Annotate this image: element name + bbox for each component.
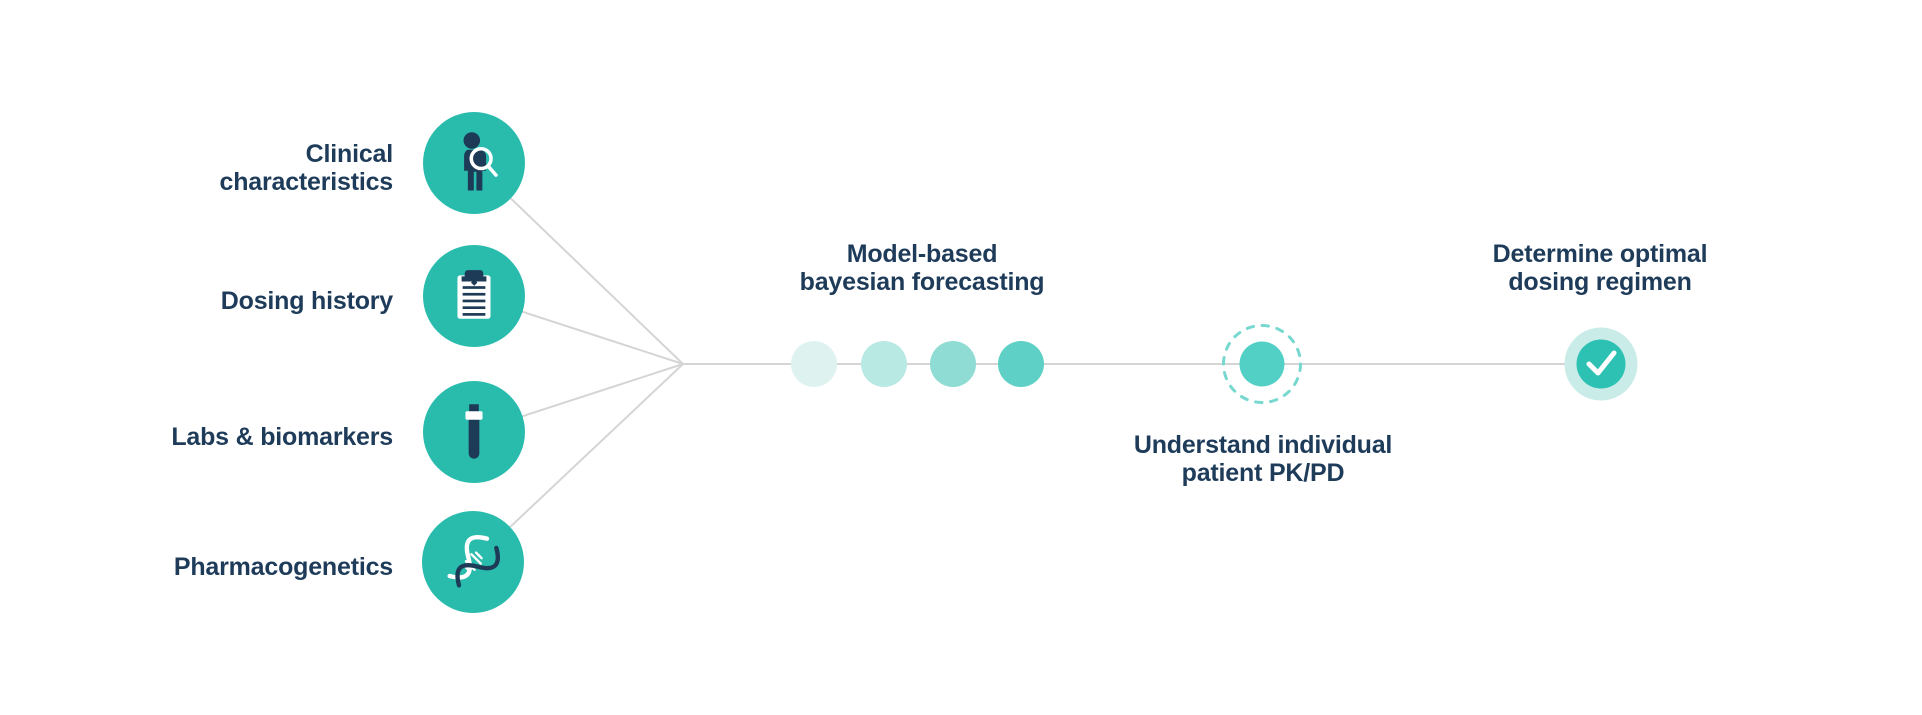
pkpd-node	[1222, 324, 1302, 404]
person-search-icon	[463, 132, 498, 191]
outcome-circle	[1576, 339, 1626, 389]
input-label-clinical-characteristics: Clinical characteristics	[219, 140, 393, 196]
forecast-dot-3	[930, 341, 976, 387]
input-node-labs-biomarkers	[423, 381, 525, 483]
input-node-clinical-characteristics	[423, 112, 525, 214]
forecast-dot-1	[791, 341, 837, 387]
check-icon	[1586, 350, 1617, 376]
pkpd-dot	[1239, 341, 1285, 387]
forecast-dots	[791, 341, 1044, 387]
input-label-dosing-history: Dosing history	[220, 287, 393, 315]
forecast-dot-4	[998, 341, 1044, 387]
input-label-pharmacogenetics: Pharmacogenetics	[173, 553, 393, 581]
outcome-node	[1564, 327, 1638, 401]
stage-label-forecasting: Model-based bayesian forecasting	[799, 240, 1045, 296]
stage-label-pkpd: Understand individual patient PK/PD	[1133, 431, 1393, 487]
clipboard-icon	[457, 270, 491, 319]
pkpd-dashed-ring	[1222, 324, 1302, 404]
forecast-dot-2	[861, 341, 907, 387]
dna-icon	[447, 535, 500, 588]
stage-label-outcome: Determine optimal dosing regimen	[1492, 240, 1708, 296]
test-tube-icon	[465, 404, 483, 459]
input-node-pharmacogenetics	[422, 511, 524, 613]
input-node-dosing-history	[423, 245, 525, 347]
input-label-labs-biomarkers: Labs & biomarkers	[171, 423, 393, 451]
